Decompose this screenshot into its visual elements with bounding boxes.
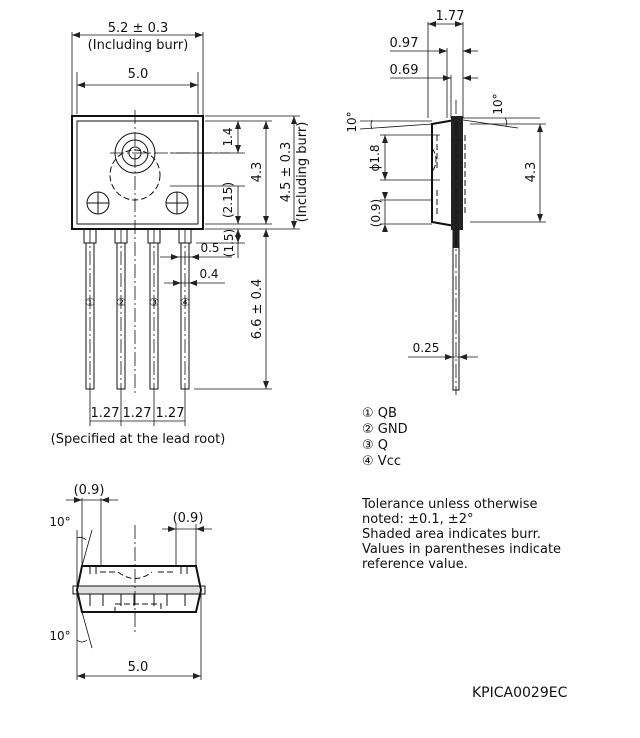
legend-name: GND xyxy=(377,422,408,437)
pin-legend: ① QB ② GND ③ Q ④ Vcc xyxy=(362,406,408,470)
bottom-angle-bottom: 10° xyxy=(49,629,70,643)
pitch-3: 1.27 xyxy=(156,406,185,421)
dim-2-15: (2.15) xyxy=(221,182,235,218)
legend-name: Vcc xyxy=(377,454,401,469)
legend-mark: ① xyxy=(362,406,374,421)
bottom-dim-0-9-right: (0.9) xyxy=(173,511,204,526)
dim-lead-length: 6.6 ± 0.4 xyxy=(250,279,265,340)
dim-1-5: (1.5) xyxy=(222,229,236,257)
side-dim-0-97: 0.97 xyxy=(390,36,419,51)
width-burr-value: 5.2 ± 0.3 xyxy=(108,21,169,36)
pin-mark-4: ④ xyxy=(180,296,190,309)
drawing-code: KPICA0029EC xyxy=(472,685,568,701)
side-dia: ϕ1.8 xyxy=(368,145,382,172)
side-lead-thickness: 0.25 xyxy=(413,341,440,355)
legend-name: QB xyxy=(377,406,397,421)
legend-mark: ④ xyxy=(362,454,374,469)
pitch-note: (Specified at the lead root) xyxy=(51,432,226,447)
legend-row-q: ③ Q xyxy=(362,438,408,454)
bottom-angle-top: 10° xyxy=(49,515,70,529)
drawing-notes: Tolerance unless otherwise noted: ±0.1, … xyxy=(362,497,561,572)
pin-mark-3: ③ xyxy=(149,296,159,309)
legend-row-vcc: ④ Vcc xyxy=(362,454,408,470)
front-view: 5.2 ± 0.3 (Including burr) 5.0 1.4 xyxy=(51,21,310,447)
legend-mark: ② xyxy=(362,422,374,437)
note-line: noted: ±0.1, ±2° xyxy=(362,512,474,527)
side-dim-0-69: 0.69 xyxy=(390,63,419,78)
note-line: Values in parentheses indicate xyxy=(362,542,562,557)
side-dim-1-77: 1.77 xyxy=(436,9,465,24)
bottom-width: 5.0 xyxy=(128,660,149,675)
pin-mark-1: ① xyxy=(85,296,95,309)
pin-mark-2: ② xyxy=(116,296,126,309)
bottom-dim-0-9-left: (0.9) xyxy=(74,483,105,498)
side-view: 1.77 0.97 0.69 10° 10° ϕ1.8 xyxy=(345,9,546,395)
side-dim-0-9: (0.9) xyxy=(369,199,383,227)
dim-height-burr-note: (Including burr) xyxy=(295,122,310,223)
width-value: 5.0 xyxy=(128,67,149,82)
bottom-view: (0.9) (0.9) 10° 10° 5.0 xyxy=(49,483,212,680)
width-burr-note: (Including burr) xyxy=(88,38,189,53)
pitch-1: 1.27 xyxy=(91,406,120,421)
side-angle-right: 10° xyxy=(491,93,505,114)
pitch-2: 1.27 xyxy=(123,406,152,421)
legend-row-qb: ① QB xyxy=(362,406,408,422)
front-leads xyxy=(83,228,192,395)
legend-name: Q xyxy=(377,438,389,453)
legend-mark: ③ xyxy=(362,438,374,453)
note-line: Tolerance unless otherwise xyxy=(362,497,538,512)
dim-1-4: 1.4 xyxy=(221,127,235,146)
note-line: reference value. xyxy=(362,557,468,572)
side-dim-4-3: 4.3 xyxy=(524,162,539,183)
side-angle-left: 10° xyxy=(345,111,359,132)
dim-0-4: 0.4 xyxy=(199,267,218,281)
legend-row-gnd: ② GND xyxy=(362,422,408,438)
dim-height-burr: 4.5 ± 0.3 xyxy=(279,142,294,203)
dim-4-3: 4.3 xyxy=(250,162,265,183)
note-line: Shaded area indicates burr. xyxy=(362,527,541,542)
dim-0-5: 0.5 xyxy=(200,241,219,255)
